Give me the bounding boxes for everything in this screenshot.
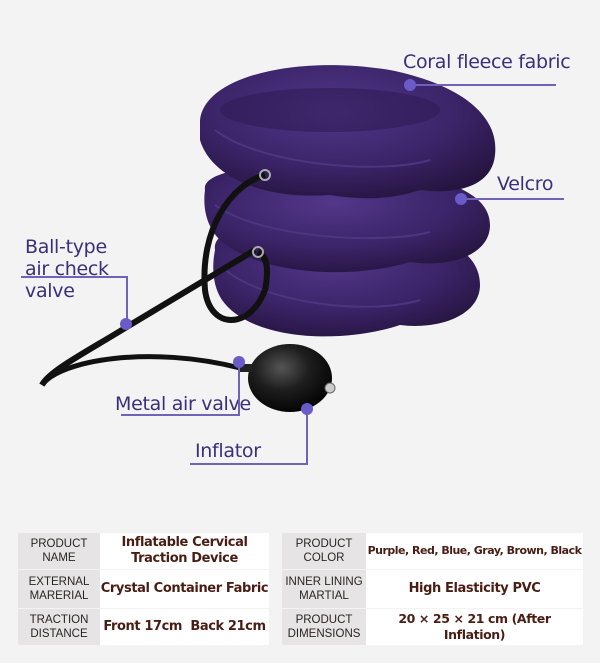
spec-label: PRODUCT NAME xyxy=(18,533,100,570)
callout-dot xyxy=(233,356,245,368)
spec-label: PRODUCT COLOR xyxy=(282,533,366,570)
callout-line xyxy=(21,276,127,278)
callout-dot xyxy=(301,403,313,415)
callout-dot xyxy=(404,79,416,91)
callout-line xyxy=(412,84,556,86)
callout-ball-type-air-check-valve: Ball-type air check valve xyxy=(25,236,109,302)
callout-line xyxy=(121,414,239,416)
callout-velcro: Velcro xyxy=(497,173,554,195)
spec-value: Inflatable Cervical Traction Device xyxy=(100,533,269,570)
product-illustration: Coral fleece fabric Velcro Ball-type air… xyxy=(21,51,571,465)
callout-dot xyxy=(120,318,132,330)
callout-coral-fleece-fabric: Coral fleece fabric xyxy=(403,51,571,73)
spec-table-right: PRODUCT COLOR Purple, Red, Blue, Gray, B… xyxy=(282,533,583,646)
spec-table-left: PRODUCT NAME Inflatable Cervical Tractio… xyxy=(18,533,269,646)
spec-table: PRODUCT NAME Inflatable Cervical Tractio… xyxy=(18,533,583,646)
spec-value: 20 × 25 × 21 cm (After Inflation) xyxy=(366,609,583,646)
spec-value: High Elasticity PVC xyxy=(366,570,583,609)
callout-inflator: Inflator xyxy=(195,440,261,462)
spec-label: TRACTION DISTANCE xyxy=(18,609,100,646)
spec-label: EXTERNAL MARERIAL xyxy=(18,570,100,609)
callout-line xyxy=(190,463,308,465)
spec-value: Front 17cm Back 21cm xyxy=(100,609,269,646)
callout-metal-air-valve: Metal air valve xyxy=(115,393,251,415)
callout-dot xyxy=(455,193,467,205)
spec-label: PRODUCT DIMENSIONS xyxy=(282,609,366,646)
spec-value: Crystal Container Fabric xyxy=(100,570,269,609)
callout-line xyxy=(462,198,564,200)
callout-line xyxy=(238,365,240,416)
spec-value: Purple, Red, Blue, Gray, Brown, Black xyxy=(366,533,583,570)
spec-label: INNER LINING MARTIAL xyxy=(282,570,366,609)
callout-line xyxy=(306,412,308,465)
callout-line xyxy=(126,276,128,324)
